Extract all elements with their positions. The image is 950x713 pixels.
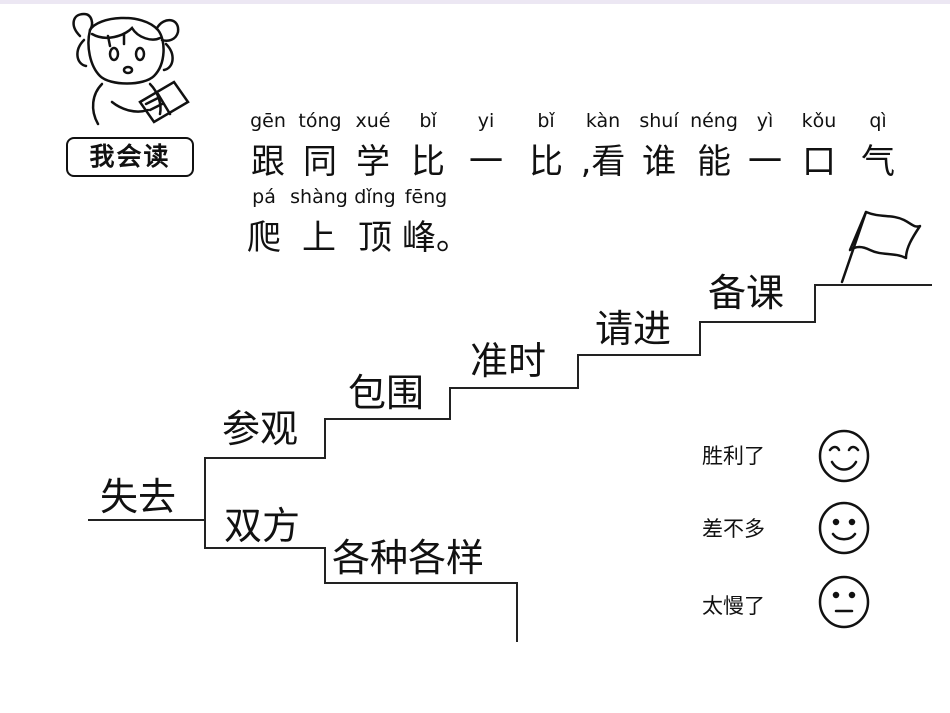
pinyin-syllable: pá (252, 186, 276, 208)
hanzi-line-2: 爬上顶峰。 (240, 210, 472, 259)
pinyin-syllable: fēng (404, 186, 448, 208)
stair-word: 请进 (595, 307, 672, 351)
pinyin-syllable: yi (477, 110, 495, 132)
stair-word: 包围 (348, 371, 425, 415)
legend-label: 胜利了 (702, 444, 765, 468)
stair-word: 失去 (100, 475, 177, 519)
pinyin-syllable: kǒu (801, 110, 837, 132)
pinyin-syllable: tóng (298, 110, 342, 132)
hanzi-char: 一 (748, 142, 782, 182)
pinyin-syllable: gēn (250, 110, 286, 132)
pinyin-syllable: kàn (585, 110, 621, 132)
hanzi-char: 顶 (358, 218, 392, 258)
lower-staircase-line (204, 520, 518, 642)
pinyin-syllable: dǐng (354, 186, 396, 208)
pinyin-syllable: shàng (290, 186, 348, 208)
hanzi-char: 学 (356, 142, 390, 182)
hanzi-char: 爬 (247, 218, 281, 258)
hanzi-char: ,看 (580, 142, 626, 182)
hanzi-char: 气 (861, 142, 895, 182)
stair-word: 各种各样 (332, 536, 485, 580)
pinyin-syllable: yì (756, 110, 774, 132)
hanzi-char: 峰。 (402, 218, 470, 258)
hanzi-char: 比 (529, 142, 563, 182)
pinyin-syllable: xué (355, 110, 391, 132)
stair-word: 准时 (470, 339, 547, 383)
pinyin-syllable: bǐ (419, 110, 437, 132)
pinyin-syllable: bǐ (537, 110, 555, 132)
neutral-face-icon (818, 575, 870, 629)
hanzi-char: 谁 (642, 142, 676, 182)
hanzi-char: 一 (469, 142, 503, 182)
hanzi-char: 口 (802, 142, 836, 182)
smiling-face-icon (818, 501, 870, 555)
pinyin-syllable: shuí (639, 110, 679, 132)
stair-word: 双方 (224, 504, 301, 548)
legend-label: 差不多 (702, 517, 765, 541)
hanzi-char: 比 (411, 142, 445, 182)
hanzi-line-1: 跟同学比一比,看谁能一口气 (240, 134, 906, 183)
stair-word: 参观 (222, 407, 299, 451)
legend-label: 太慢了 (702, 594, 765, 618)
hanzi-char: 能 (697, 142, 731, 182)
pinyin-syllable: qì (869, 110, 887, 132)
badge-i-can-read: 我会读 (66, 137, 194, 177)
flag-icon (840, 210, 922, 284)
stair-word: 备课 (708, 271, 785, 315)
hanzi-char: 跟 (251, 142, 285, 182)
laughing-face-icon (818, 429, 870, 483)
upper-staircase-line (88, 284, 932, 521)
hanzi-char: 上 (302, 218, 336, 258)
pinyin-syllable: néng (690, 110, 738, 132)
hanzi-char: 同 (303, 142, 337, 182)
top-band (0, 0, 950, 4)
reading-girl-icon (72, 12, 190, 126)
